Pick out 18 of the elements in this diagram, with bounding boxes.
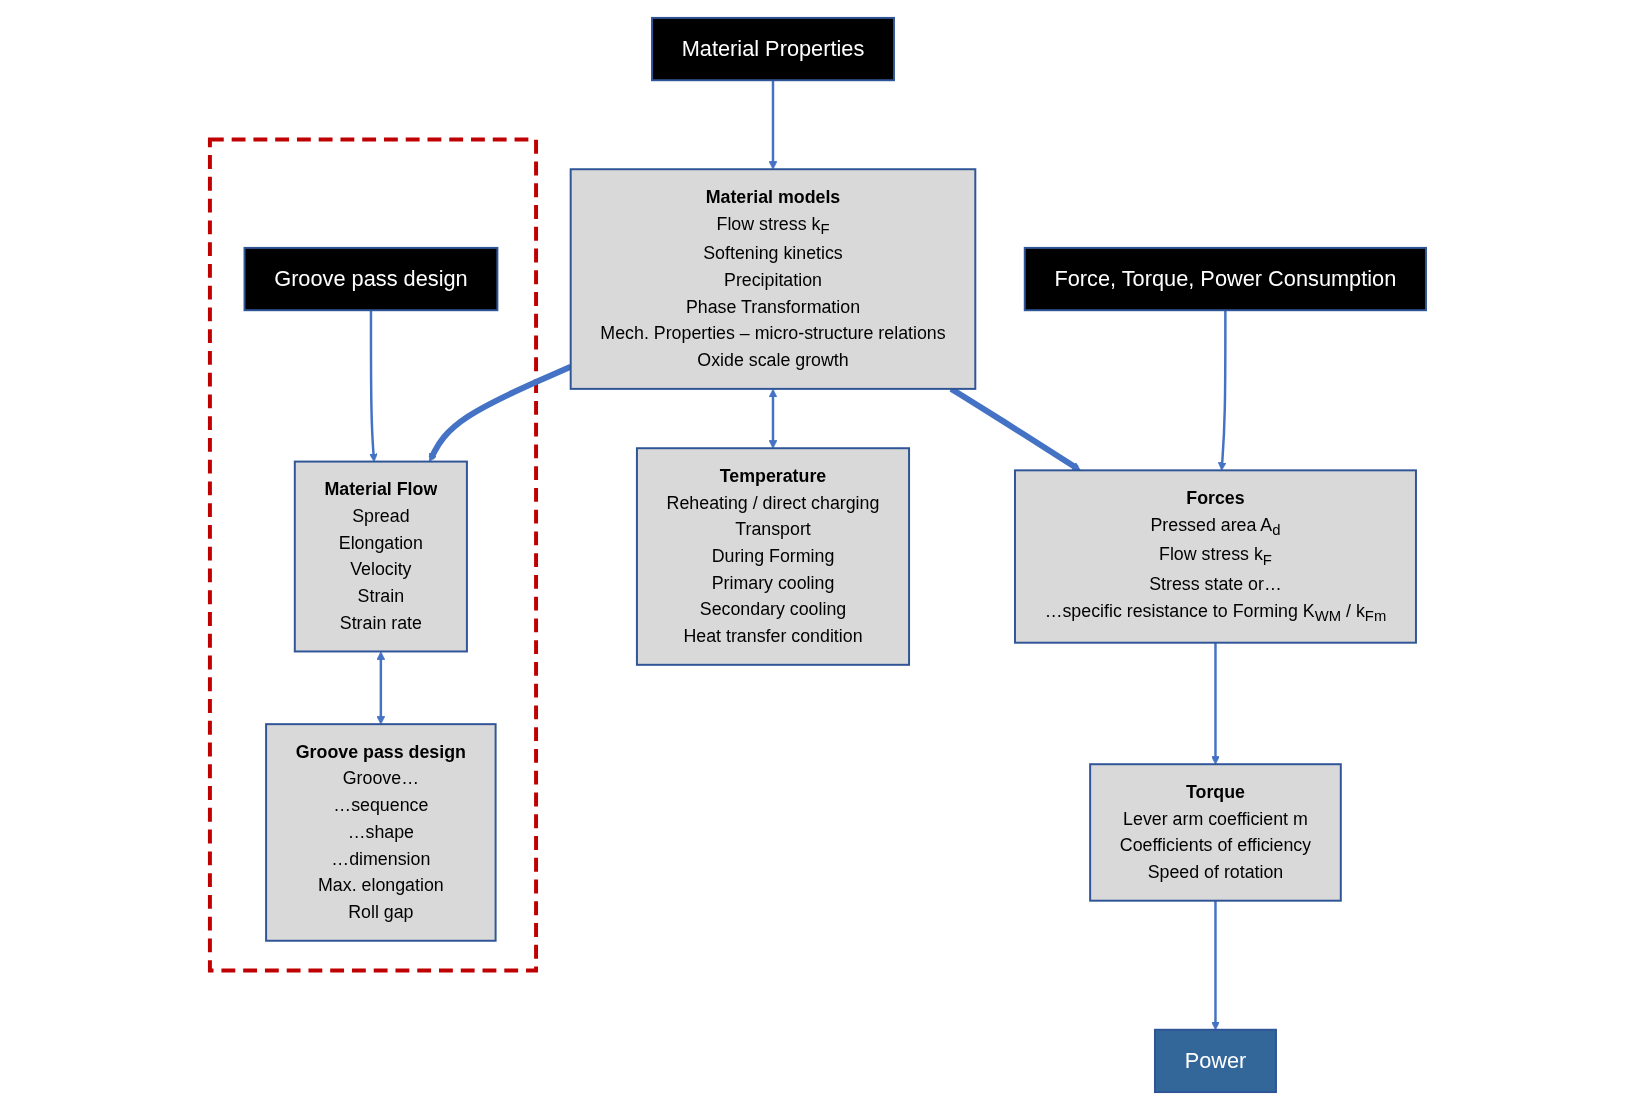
node-box: Temperature Reheating / direct charging Transport During Forming Primary cooling Secondary cooling Heat transfer condition	[635, 447, 910, 666]
arrow	[768, 388, 777, 449]
arrow	[1217, 310, 1227, 471]
arrow	[1210, 900, 1220, 1031]
cluster	[207, 137, 538, 973]
node-box: Groove pass design	[243, 246, 498, 312]
node-box: Material Properties	[650, 16, 895, 82]
node-box: Material Flow Spread Elongation Velocity Strain Strain rate	[293, 460, 468, 653]
node-box: Groove pass design Groove… …sequence …shape …dimension Max. elongation Roll gap	[264, 723, 497, 942]
arrow	[768, 80, 777, 170]
node-box: Power	[1153, 1028, 1277, 1094]
node-box: Torque Lever arm coefficient m Coefficients of efficiency Speed of rotation	[1088, 763, 1342, 902]
arrow	[1210, 642, 1220, 765]
arrow	[368, 310, 378, 462]
node-box: Material models Flow stress k$_{F}$ Softening kinetics Precipitation Phase Transformation Mech. Properties – micro-structure relations Oxide scale growth	[569, 168, 976, 390]
node-box: Forces Pressed area A$_{d}$ Flow stress k$_{F}$ Stress state or… …specific resistance to Forming K$_{WM}$ / k$_{Fm}$	[1013, 469, 1417, 644]
arrow	[376, 651, 385, 725]
node-box: Force, Torque, Power Consumption	[1023, 246, 1427, 312]
